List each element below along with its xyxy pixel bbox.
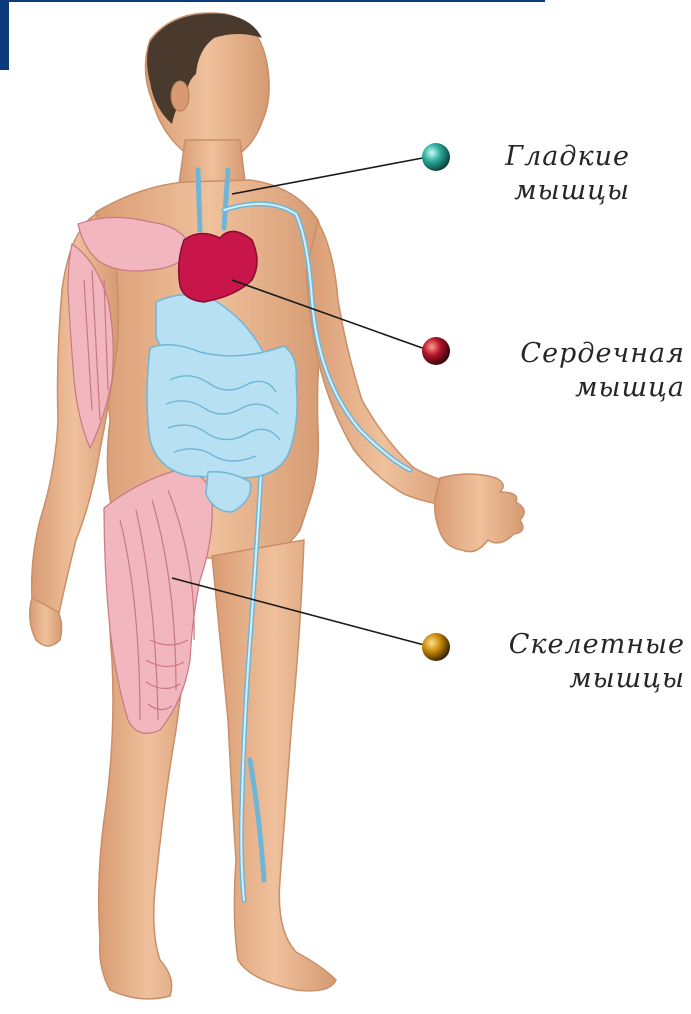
body-silhouette — [30, 13, 524, 999]
label-smooth-muscle-line2: мышцы — [470, 174, 630, 208]
label-cardiac-muscle: Сердечная мышца — [470, 337, 685, 405]
label-smooth-muscle-line1: Гладкие — [470, 140, 630, 174]
skeletal-muscle-marker-icon — [422, 633, 450, 661]
label-cardiac-muscle-line2: мышца — [470, 371, 685, 405]
ear — [171, 81, 189, 111]
label-cardiac-muscle-line1: Сердечная — [470, 337, 685, 371]
leader-line-smooth — [232, 157, 428, 194]
label-skeletal-muscle-line2: мышцы — [470, 662, 685, 696]
smooth-muscle-marker-icon — [422, 143, 450, 171]
cardiac-muscle-marker-icon — [422, 337, 450, 365]
label-smooth-muscle: Гладкие мышцы — [470, 140, 630, 208]
label-skeletal-muscle: Скелетные мышцы — [470, 628, 685, 696]
label-skeletal-muscle-line1: Скелетные — [470, 628, 685, 662]
